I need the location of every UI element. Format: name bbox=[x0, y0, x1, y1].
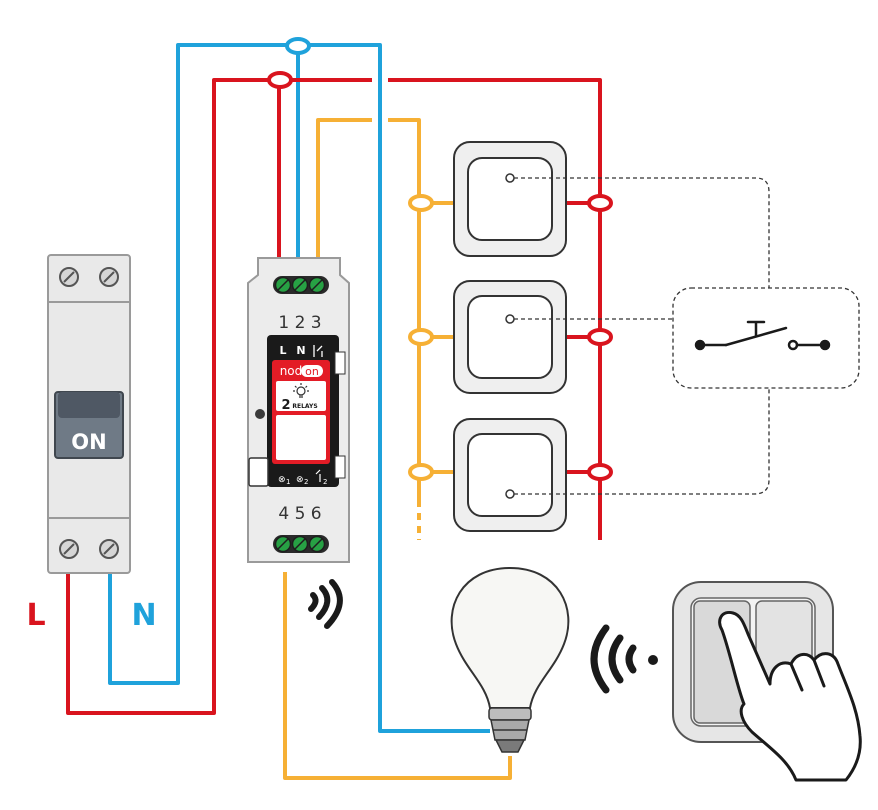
module-footer-icons: ⊗ 1 ⊗ 2 2 bbox=[278, 469, 327, 486]
module-led bbox=[255, 409, 265, 419]
live-junction-3 bbox=[587, 463, 613, 481]
wall-switch-1[interactable] bbox=[453, 141, 567, 257]
live-junction-1 bbox=[587, 194, 613, 212]
svg-text:⊗: ⊗ bbox=[296, 475, 304, 485]
circuit-breaker: ON bbox=[47, 254, 131, 574]
module-button[interactable] bbox=[248, 457, 269, 487]
live-junction-2 bbox=[587, 328, 613, 346]
neutral-label: N bbox=[131, 598, 156, 633]
module-header-n: N bbox=[296, 344, 305, 357]
neutral-wire-main bbox=[108, 43, 490, 733]
module-brand-suffix: on bbox=[305, 365, 319, 378]
top-terminal-numbers: 1 2 3 bbox=[278, 313, 321, 333]
svg-text:1: 1 bbox=[286, 478, 290, 486]
neutral-junction bbox=[285, 37, 311, 55]
module-header-l: L bbox=[279, 344, 286, 357]
light-bulb-icon bbox=[450, 566, 570, 753]
breaker-on-label: ON bbox=[71, 430, 106, 454]
wall-switches bbox=[453, 141, 567, 532]
svg-text:2: 2 bbox=[323, 478, 327, 486]
push-button-symbol-icon bbox=[694, 320, 831, 351]
svg-text:⊗: ⊗ bbox=[278, 475, 286, 485]
switched-junction-1 bbox=[408, 194, 434, 212]
switched-junction-3 bbox=[408, 463, 434, 481]
module-brand: nod bbox=[280, 364, 303, 378]
live-wire-main bbox=[66, 78, 602, 715]
signal-dot bbox=[648, 655, 658, 665]
dashed-links bbox=[514, 177, 860, 495]
wall-switch-2[interactable] bbox=[453, 280, 567, 394]
relay-label: RELAYS bbox=[292, 403, 317, 410]
wireless-signal-icon bbox=[308, 579, 343, 629]
junction-markers bbox=[267, 37, 613, 481]
wall-switch-3[interactable] bbox=[453, 418, 567, 532]
svg-text:2: 2 bbox=[304, 478, 308, 486]
relay-module: 1 2 3 L N nod on 2 RELAYS ⊗ 1 ⊗ 2 2 bbox=[247, 257, 350, 563]
remote-signal-icon bbox=[590, 624, 637, 694]
breaker-lever[interactable] bbox=[58, 392, 120, 418]
hand-pointing-icon bbox=[718, 610, 862, 782]
relay-count: 2 bbox=[281, 398, 290, 413]
switched-junction-2 bbox=[408, 328, 434, 346]
live-junction bbox=[267, 71, 293, 89]
live-label: L bbox=[26, 598, 45, 633]
bottom-terminal-numbers: 4 5 6 bbox=[278, 504, 321, 524]
bulb-indicator-icon bbox=[293, 383, 309, 398]
switched-wire-bottom bbox=[283, 572, 512, 780]
switched-wire-top bbox=[316, 118, 421, 500]
